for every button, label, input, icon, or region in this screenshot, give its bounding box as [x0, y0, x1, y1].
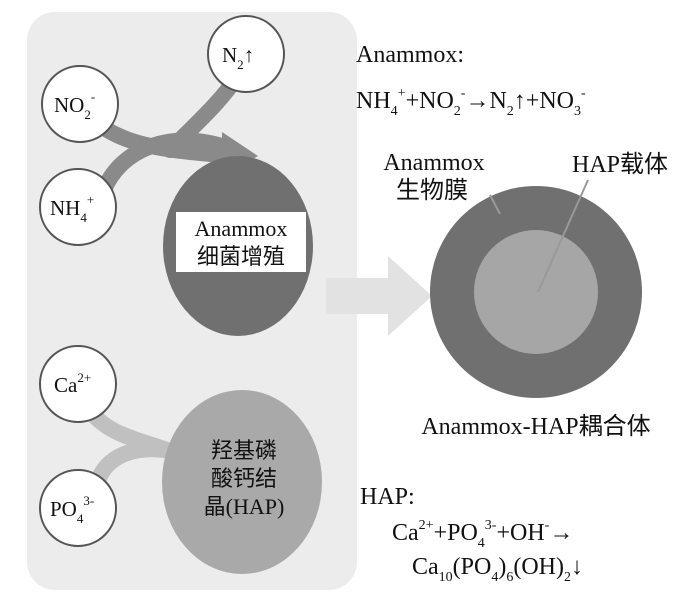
anammox-label-box	[176, 212, 306, 272]
carrier-label: HAP载体	[572, 151, 668, 178]
svg-text:NO2-: NO2-	[54, 89, 95, 122]
no2-node: NO2-	[41, 65, 119, 143]
granule-caption: Anammox-HAP耦合体	[421, 413, 650, 440]
n2-node: N2↑	[207, 15, 285, 93]
hap-label-line3: 晶(HAP)	[204, 494, 285, 519]
anammox-reaction-title: Anammox:	[356, 42, 464, 68]
biofilm-leader-line	[489, 194, 501, 215]
nh4-flow-arrow	[96, 132, 236, 198]
svg-text:Ca2+: Ca2+	[54, 370, 91, 397]
hap-crystal-circle	[162, 390, 322, 574]
anammox-label-line1: Anammox	[195, 216, 288, 241]
biofilm-label-line1: Anammox	[383, 150, 484, 176]
biofilm-label-line2: 生物膜	[396, 177, 468, 204]
transition-arrow	[326, 256, 432, 336]
hap-label-line1: 羟基磷	[211, 438, 277, 463]
svg-text:N2↑: N2↑	[222, 43, 254, 72]
nh4-node: NH4+	[39, 168, 117, 246]
hap-reaction-line1: Ca2++PO43-+OH-→	[392, 518, 573, 551]
anammox-reaction-equation: NH4++NO2-→N2↑+NO3-	[356, 86, 586, 119]
hap-label-line2: 酸钙结	[211, 466, 277, 491]
po4-node: PO43-	[39, 469, 117, 547]
svg-text:PO43-: PO43-	[50, 493, 94, 526]
ca-node: Ca2+	[39, 345, 117, 423]
hap-reaction-title: HAP:	[360, 484, 415, 510]
hap-reaction-line2: Ca10(PO4)6(OH)2↓	[412, 554, 583, 585]
granule-inner-hap-carrier	[474, 230, 598, 354]
svg-text:NH4+: NH4+	[50, 192, 94, 225]
carrier-leader-line	[537, 179, 589, 293]
anammox-label-line2: 细菌增殖	[197, 244, 285, 269]
